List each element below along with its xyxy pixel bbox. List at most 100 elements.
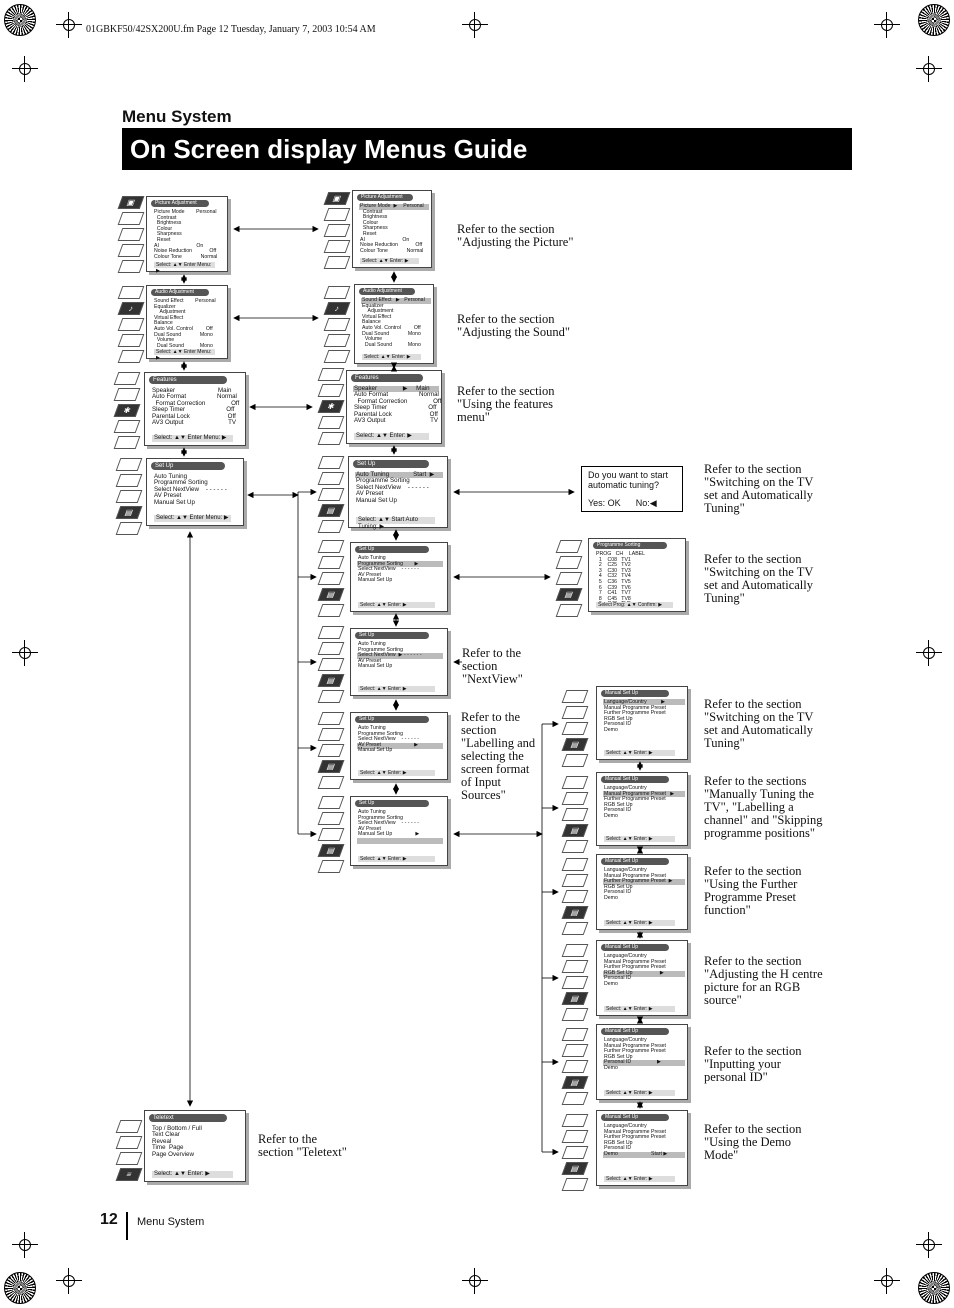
audio-adjustment-selected-menu: Audio Adjustment Sound Effect ▶ Personal… <box>354 284 434 364</box>
menu-title: Features <box>351 374 423 382</box>
manual-setup-rgb-menu: Manual Set Up Language/Country Manual Pr… <box>596 940 688 1016</box>
setup-programme-sorting-menu: Set Up Auto Tuning Programme Sorting ▶ S… <box>350 542 448 612</box>
ref-teletext: Refer to the section "Teletext" <box>258 1132 347 1159</box>
ref-av-preset: Refer to the section "Labelling and sele… <box>461 710 536 802</box>
manual-setup-manual-preset-menu: Manual Set Up Language/Country Manual Pr… <box>596 772 688 846</box>
menu-footer: Select: ▲▼ Enter: ▶ <box>360 258 419 264</box>
footer-section: Menu System <box>137 1216 205 1228</box>
menu-footer: Select: ▲▼ Enter: ▶ <box>604 836 675 842</box>
footer-divider <box>126 1212 128 1240</box>
menu-title: Set Up <box>355 632 429 639</box>
ref-sound: Refer to the section "Adjusting the Soun… <box>457 312 570 339</box>
ref-personal-id: Refer to the section "Inputting your per… <box>704 1044 802 1084</box>
page-number: 12 <box>100 1211 118 1228</box>
ref-rgb: Refer to the section "Adjusting the H ce… <box>704 954 823 1007</box>
menu-title: Features <box>149 376 227 384</box>
menu-items: Language/Country Manual Programme Preset… <box>604 1123 668 1157</box>
menu-items: Picture Mode ▶ Personal Contrast Brightn… <box>360 203 424 254</box>
setup-auto-tuning-menu: Set Up Auto Tuning Start ▶ Programme Sor… <box>348 456 448 530</box>
menu-items: Auto Tuning Programme Sorting Select Nex… <box>358 809 420 838</box>
crosshair-icon <box>12 56 38 82</box>
menu-items: Language/Country Manual Programme Preset… <box>604 1037 666 1071</box>
ref-nextview: Refer to the section "NextView" <box>462 646 523 686</box>
features-selected-menu: Features Speaker ▶ Main Auto Format Norm… <box>346 370 442 444</box>
crosshair-icon <box>916 1232 942 1258</box>
menu-items: Language/Country ▶ Manual Programme Pres… <box>604 699 666 733</box>
crosshair-icon <box>12 1232 38 1258</box>
setup-av-preset-menu: Set Up Auto Tuning Programme Sorting Sel… <box>350 712 448 780</box>
ref-language: Refer to the section "Switching on the T… <box>704 697 814 750</box>
manual-setup-personal-id-menu: Manual Set Up Language/Country Manual Pr… <box>596 1024 688 1100</box>
menu-items: Language/Country Manual Programme Preset… <box>604 953 666 987</box>
menu-footer: Select: ▲▼ Enter: ▶ <box>604 1090 675 1096</box>
section-heading: Menu System <box>122 107 232 126</box>
menu-title: Manual Set Up <box>601 1114 669 1121</box>
menu-footer: Select: ▲▼ Enter: ▶ <box>358 686 435 692</box>
menu-title: Manual Set Up <box>601 690 669 697</box>
auto-tuning-dialog: Do you want to start automatic tuning? Y… <box>581 466 683 512</box>
menu-title: Audio Adjustment <box>151 289 209 296</box>
menu-items: Speaker Main Auto Format Normal Format C… <box>152 387 240 427</box>
menu-title: Manual Set Up <box>601 858 669 865</box>
menu-title: Set Up <box>151 462 225 470</box>
menu-items: Auto Tuning Programme Sorting ▶ Select N… <box>358 555 420 584</box>
page-title: On Screen display Menus Guide <box>122 128 852 170</box>
menu-footer: Select: ▲▼ Enter Menu: ▶ <box>152 435 233 442</box>
manual-setup-demo-menu: Manual Set Up Language/Country Manual Pr… <box>596 1110 688 1186</box>
file-header-line: 01GBKF50/42SX200U.fm Page 12 Tuesday, Ja… <box>86 24 376 35</box>
menu-footer: Select: ▲▼ Enter: ▶ <box>362 354 421 360</box>
ref-features: Refer to the section "Using the features… <box>457 384 555 424</box>
menu-title: Manual Set Up <box>601 1028 669 1035</box>
menu-footer: Select: ▲▼ Enter: ▶ <box>358 770 435 776</box>
ref-further-preset: Refer to the section "Using the Further … <box>704 864 802 917</box>
manual-setup-further-preset-menu: Manual Set Up Language/Country Manual Pr… <box>596 854 688 930</box>
audio-adjustment-menu: Audio Adjustment Sound Effect Personal E… <box>146 285 228 361</box>
registration-burst-icon <box>918 1272 950 1304</box>
menu-title: Manual Set Up <box>601 944 669 951</box>
menu-items: Top / Bottom / Full Text Clear Reveal Ti… <box>152 1125 202 1158</box>
setup-menu: Set Up Auto Tuning Programme Sorting Sel… <box>146 458 244 526</box>
menu-title: Programme Sorting <box>593 542 667 549</box>
ref-manual-tuning: Refer to the sections "Manually Tuning t… <box>704 774 823 840</box>
menu-title: Set Up <box>355 800 429 807</box>
menu-title: Teletext <box>149 1114 227 1122</box>
menu-items: Auto Tuning Start ▶ Programme Sorting Se… <box>356 471 435 504</box>
menu-title: Picture Adjustment <box>151 200 209 207</box>
menu-items: PROG CH LABEL 1 C08 TV1 2 C25 TV2 3 C30 … <box>596 551 646 607</box>
menu-items: Sound Effect Personal Equalizer Adjustme… <box>154 298 216 349</box>
menu-footer: Select: ▲▼ Enter Menu: ▶ <box>154 262 215 274</box>
menu-items: Picture Mode Personal Contrast Brightnes… <box>154 209 218 260</box>
setup-nextview-menu: Set Up Auto Tuning Programme Sorting Sel… <box>350 628 448 696</box>
menu-items: Language/Country Manual Programme Preset… <box>604 785 675 819</box>
crosshair-icon <box>874 1268 900 1294</box>
manual-setup-language-menu: Manual Set Up Language/Country ▶ Manual … <box>596 686 688 760</box>
dialog-question: Do you want to start automatic tuning? <box>588 470 669 490</box>
menu-footer: Select: ▲▼ Enter: ▶ <box>604 750 675 756</box>
features-menu: Features Speaker Main Auto Format Normal… <box>144 372 246 446</box>
teletext-menu: Teletext Top / Bottom / Full Text Clear … <box>144 1110 246 1182</box>
menu-items: Auto Tuning Programme Sorting Select Nex… <box>358 725 420 754</box>
crosshair-icon <box>874 12 900 38</box>
dialog-options: Yes: OK No:◀ <box>588 498 657 508</box>
menu-title: Set Up <box>355 546 429 553</box>
menu-footer: Select: ▲▼ Enter: ▶ <box>358 856 435 862</box>
crosshair-icon <box>56 12 82 38</box>
menu-title: Set Up <box>355 716 429 723</box>
menu-items: Speaker ▶ Main Auto Format Normal Format… <box>354 385 442 425</box>
menu-title: Picture Adjustment <box>357 194 413 201</box>
crosshair-icon <box>916 56 942 82</box>
ref-picture: Refer to the section "Adjusting the Pict… <box>457 222 574 249</box>
menu-footer: Select: ▲▼ Start Auto Tuning: ▶ <box>356 517 435 530</box>
ref-demo: Refer to the section "Using the Demo Mod… <box>704 1122 802 1162</box>
menu-footer: Select: ▲▼ Enter Menu: ▶ <box>154 349 215 361</box>
menu-footer: Select: ▲▼ Enter: ▶ <box>358 602 435 608</box>
menu-footer: Select: ▲▼ Enter: ▶ <box>604 1176 675 1182</box>
menu-items: Auto Tuning Programme Sorting Select Nex… <box>154 473 227 506</box>
menu-footer: Select: ▲▼ Enter: ▶ <box>604 920 675 926</box>
picture-adjustment-menu: Picture Adjustment Picture Mode Personal… <box>146 196 228 274</box>
crosshair-icon <box>56 1268 82 1294</box>
programme-sorting-menu: Programme Sorting PROG CH LABEL 1 C08 TV… <box>588 538 686 612</box>
menu-footer: Select Prog: ▲▼ Confirm: ▶ <box>596 602 673 608</box>
menu-title: Audio Adjustment <box>359 288 415 295</box>
